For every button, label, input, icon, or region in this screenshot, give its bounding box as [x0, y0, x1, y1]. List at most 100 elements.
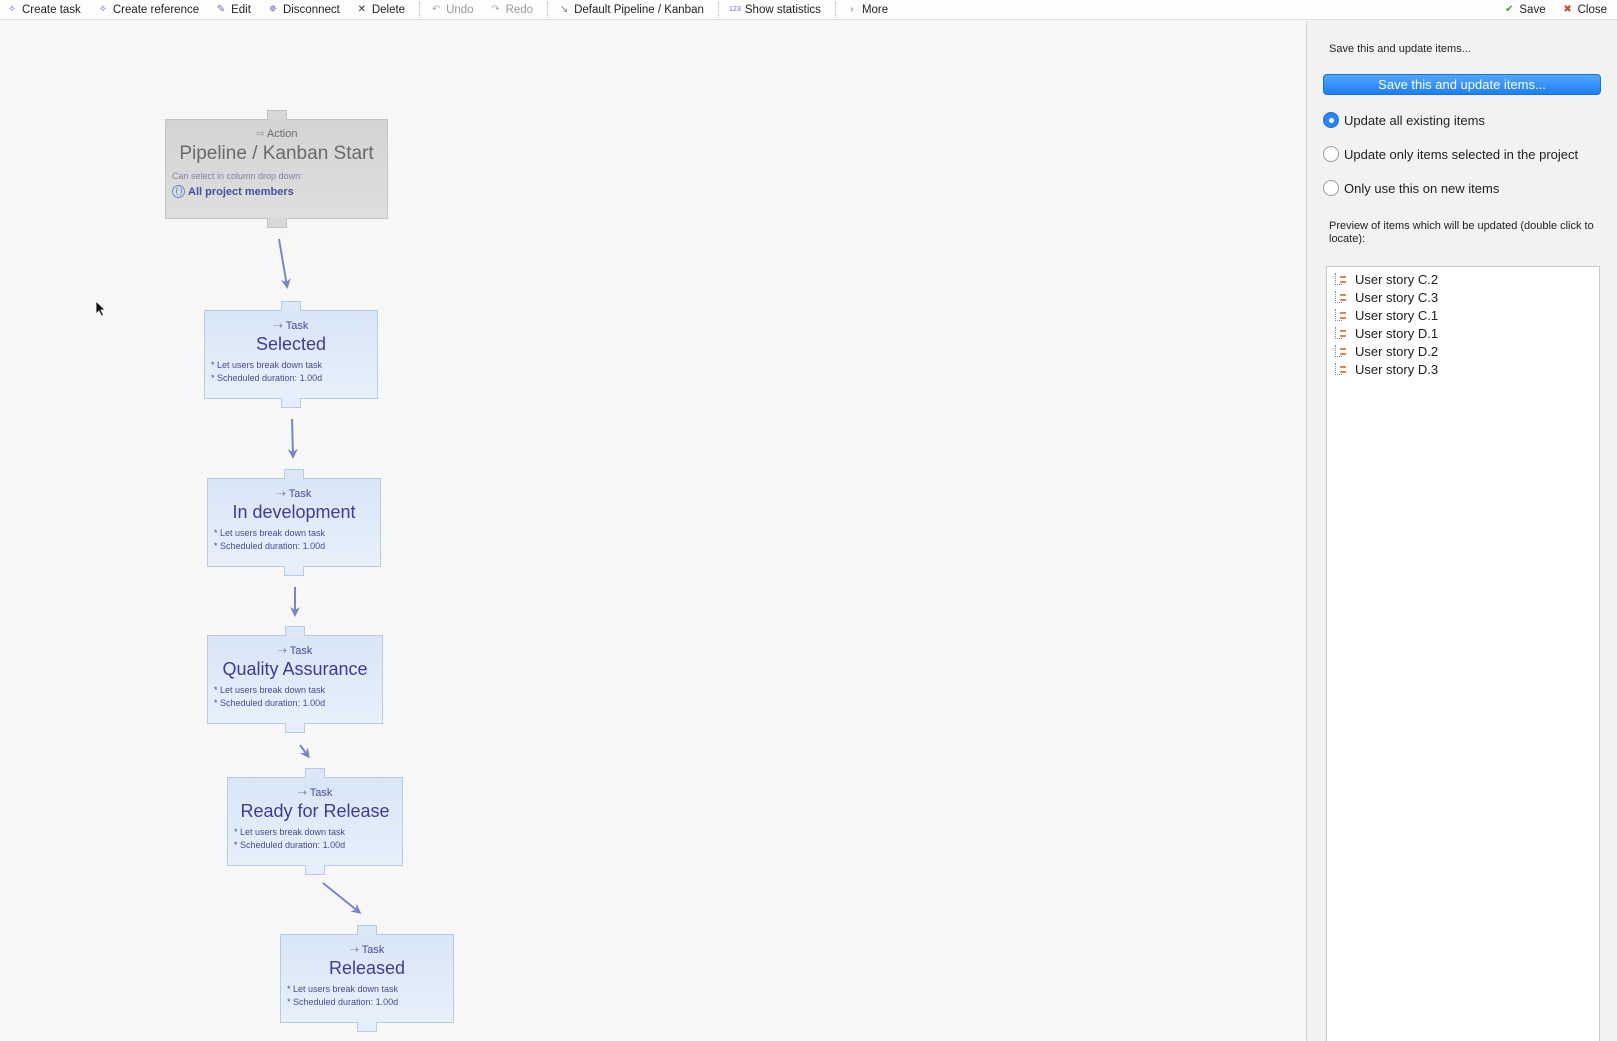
panel-heading: Save this and update items...	[1329, 43, 1471, 55]
project-members-link[interactable]: All project members	[172, 185, 387, 198]
list-item[interactable]: User story C.1	[1327, 306, 1599, 324]
chevron-right-icon: ›	[850, 4, 854, 15]
node-kind: ⇢Task	[297, 787, 333, 799]
close-label: Close	[1577, 3, 1607, 16]
task-arrow-icon: ⇢	[273, 320, 283, 332]
node-title: Selected	[255, 334, 327, 354]
toolbar-separator	[419, 1, 421, 18]
more-label: More	[861, 3, 889, 16]
node-connector-top[interactable]	[266, 110, 287, 120]
node-connector-top[interactable]	[305, 768, 325, 778]
delete-label: Delete	[371, 3, 406, 16]
list-item[interactable]: User story D.3	[1327, 360, 1599, 378]
list-item[interactable]: User story C.2	[1327, 270, 1599, 288]
node-notes: * Let users break down task * Scheduled …	[214, 528, 326, 551]
user-story-icon	[1333, 362, 1347, 376]
create-reference-label: Create reference	[112, 3, 200, 16]
node-connector-bottom[interactable]	[281, 398, 301, 408]
create-task-icon: ✧	[7, 4, 17, 15]
create-reference-button[interactable]: ✧ Create reference	[91, 0, 209, 20]
radio-button[interactable]	[1323, 112, 1339, 128]
pipeline-start-node[interactable]: ⫤Action Pipeline / Kanban Start Can sele…	[165, 110, 388, 228]
node-kind: ⇢Task	[277, 645, 313, 657]
connector-arrow[interactable]	[322, 882, 362, 914]
undo-button[interactable]: ↶ Undo	[424, 0, 484, 20]
statistics-icon: 123	[729, 6, 741, 13]
radio-button[interactable]	[1323, 180, 1339, 196]
task-arrow-icon: ⇢	[276, 488, 286, 500]
node-connector-top[interactable]	[285, 626, 305, 636]
disconnect-button[interactable]: ✵ Disconnect	[261, 0, 350, 20]
node-title: Quality Assurance	[222, 659, 368, 679]
create-task-label: Create task	[22, 3, 81, 16]
redo-icon: ↷	[491, 4, 500, 15]
task-node-quality-assurance[interactable]: ⇢Task Quality Assurance * Let users brea…	[207, 626, 383, 733]
option-update-selected[interactable]: Update only items selected in the projec…	[1323, 146, 1578, 162]
node-connector-top[interactable]	[281, 301, 301, 311]
create-reference-icon: ✧	[98, 4, 107, 15]
user-story-icon	[1333, 344, 1347, 358]
node-notes: * Let users break down task * Scheduled …	[287, 984, 399, 1007]
node-connector-bottom[interactable]	[285, 723, 305, 733]
node-notes: * Let users break down task * Scheduled …	[214, 685, 326, 708]
task-node-released[interactable]: ⇢Task Released * Let users break down ta…	[280, 925, 454, 1032]
toolbar-separator	[547, 1, 549, 18]
option-new-items-only[interactable]: Only use this on new items	[1323, 180, 1499, 196]
default-pipeline-button[interactable]: ↘ Default Pipeline / Kanban	[552, 0, 714, 20]
delete-icon: ✕	[357, 4, 367, 15]
node-connector-top[interactable]	[357, 925, 377, 935]
edit-icon: ✎	[216, 4, 226, 15]
undo-icon: ↶	[431, 4, 441, 15]
redo-label: Redo	[505, 3, 534, 16]
node-kind: ⫤Action	[255, 128, 298, 140]
node-notes: * Let users break down task * Scheduled …	[211, 360, 323, 383]
show-statistics-button[interactable]: 123 Show statistics	[723, 0, 831, 20]
node-connector-bottom[interactable]	[266, 218, 287, 228]
node-connector-top[interactable]	[284, 469, 304, 479]
task-node-selected[interactable]: ⇢Task Selected * Let users break down ta…	[204, 301, 378, 408]
show-statistics-label: Show statistics	[744, 3, 821, 16]
option-label: Only use this on new items	[1344, 180, 1500, 196]
task-node-in-development[interactable]: ⇢Task In development * Let users break d…	[207, 469, 381, 576]
node-kind: ⇢Task	[349, 944, 385, 956]
delete-button[interactable]: ✕ Delete	[350, 0, 415, 20]
save-button[interactable]: ✔ Save	[1497, 0, 1555, 20]
node-connector-bottom[interactable]	[357, 1022, 377, 1032]
task-arrow-icon: ⇢	[297, 787, 307, 799]
connector-arrow[interactable]	[287, 418, 298, 459]
more-button[interactable]: › More	[840, 0, 898, 20]
node-subtitle: Can select in column drop down:	[172, 171, 303, 181]
connector-arrow[interactable]	[299, 744, 310, 759]
redo-button[interactable]: ↷ Redo	[484, 0, 544, 20]
default-pipeline-label: Default Pipeline / Kanban	[574, 3, 704, 16]
pipeline-icon: ↘	[559, 4, 569, 15]
node-title: In development	[232, 502, 356, 522]
task-node-ready-for-release[interactable]: ⇢Task Ready for Release * Let users brea…	[227, 768, 403, 875]
disconnect-label: Disconnect	[282, 3, 340, 16]
node-kind: ⇢Task	[273, 320, 309, 332]
node-title: Released	[328, 958, 406, 978]
edit-label: Edit	[231, 3, 251, 16]
create-task-button[interactable]: ✧ Create task	[0, 0, 91, 20]
save-and-update-button[interactable]: Save this and update items...	[1323, 74, 1601, 95]
toolbar-right: ✔ Save ✖ Close	[1497, 0, 1617, 20]
preview-items-list[interactable]: User story C.2 User story C.3 User story…	[1326, 266, 1600, 1041]
list-item[interactable]: User story D.2	[1327, 342, 1599, 360]
user-story-icon	[1333, 290, 1347, 304]
option-label: Update only items selected in the projec…	[1344, 146, 1579, 162]
mouse-cursor-icon	[96, 301, 106, 317]
close-button[interactable]: ✖ Close	[1556, 0, 1617, 20]
node-title: Pipeline / Kanban Start	[179, 143, 374, 164]
list-item[interactable]: User story C.3	[1327, 288, 1599, 306]
undo-label: Undo	[446, 3, 474, 16]
option-update-all[interactable]: Update all existing items	[1323, 112, 1485, 128]
option-label: Update all existing items	[1344, 112, 1485, 128]
task-arrow-icon: ⇢	[277, 645, 287, 657]
radio-button[interactable]	[1323, 146, 1339, 162]
connector-arrow[interactable]	[278, 238, 291, 289]
edit-button[interactable]: ✎ Edit	[209, 0, 261, 20]
node-connector-bottom[interactable]	[305, 865, 325, 875]
list-item[interactable]: User story D.1	[1327, 324, 1599, 342]
pipeline-canvas[interactable]: ⫤Action Pipeline / Kanban Start Can sele…	[0, 21, 1306, 1041]
node-connector-bottom[interactable]	[284, 566, 304, 576]
